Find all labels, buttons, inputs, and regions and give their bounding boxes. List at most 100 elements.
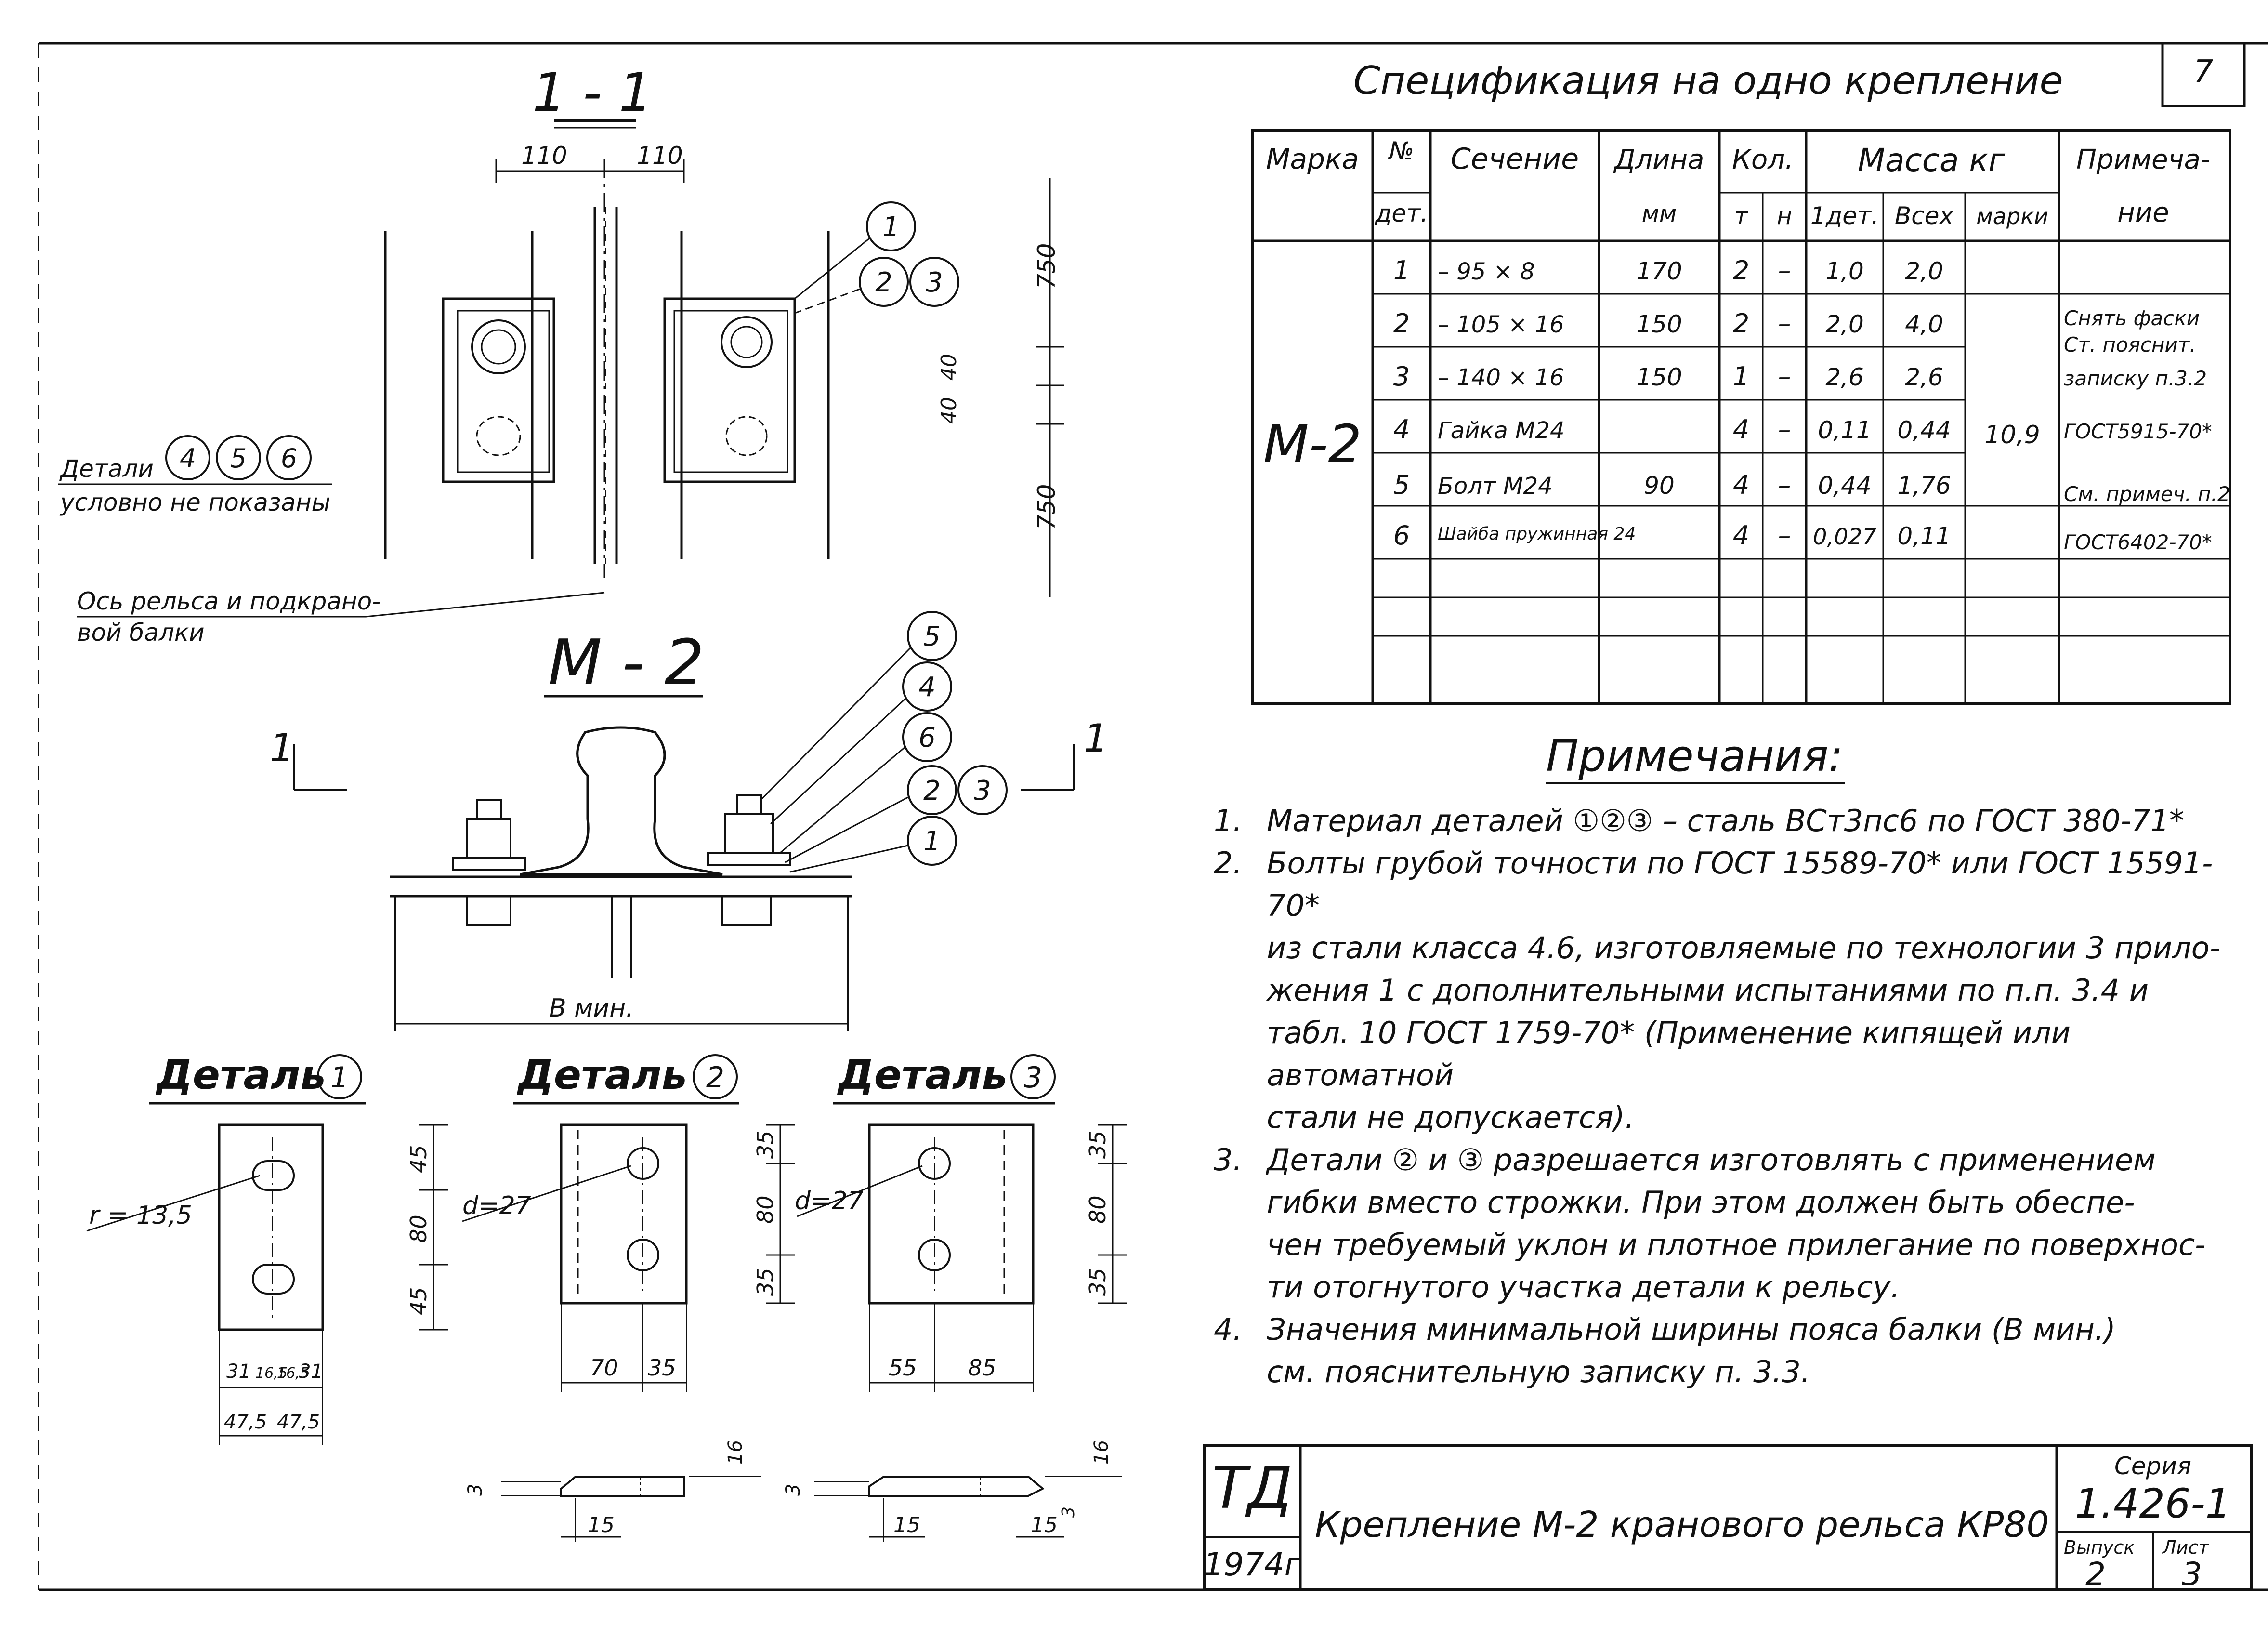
mark-mass: 10,9	[1984, 421, 2040, 449]
axis-note-2: вой балки	[77, 619, 205, 647]
hdr-no-bottom: дет.	[1375, 199, 1428, 227]
hdr-qty-n: н	[1777, 203, 1792, 230]
row1-qty-n: –	[1778, 255, 1791, 286]
note-4: 4. Значения минимальной ширины пояса бал…	[1214, 1308, 2244, 1351]
hdr-note-bottom: ние	[2117, 197, 2169, 228]
profile-left-15: 15	[588, 1513, 615, 1537]
detail-3-num: 3	[1024, 1061, 1042, 1095]
detail-2-title: Деталь	[516, 1051, 687, 1098]
callout-1: 1	[882, 211, 900, 243]
detail-2-dim-b1: 70	[590, 1355, 618, 1381]
dim-110-left: 110	[521, 142, 567, 170]
hdr-qty: Кол.	[1732, 144, 1794, 175]
issue-value: 2	[2085, 1556, 2106, 1593]
axis-note-1: Ось рельса и подкрано-	[77, 587, 380, 615]
note-4-line-2: см. пояснительную записку п. 3.3.	[1267, 1354, 1810, 1389]
detail-3-dim-b2: 85	[968, 1355, 996, 1381]
profile-right-16: 16	[1090, 1440, 1113, 1465]
row1-section: – 95 × 8	[1438, 258, 1535, 285]
sheet-number-box: 7	[2161, 42, 2246, 107]
detail-3-dim-r2: 80	[1085, 1195, 1111, 1224]
note-3: 3. Детали ② и ③ разрешается изготовлять …	[1214, 1139, 2244, 1181]
row4-qty-t: 4	[1733, 414, 1749, 445]
detail-2-dim-r3: 35	[752, 1268, 778, 1296]
detail-2-dim-r1: 35	[752, 1130, 778, 1159]
row4-qty-n: –	[1778, 414, 1791, 445]
detail-1-dim-b1: 31	[226, 1361, 251, 1383]
title-block: ТД 1974г Крепление М-2 кранового рельса …	[1203, 1444, 2253, 1593]
section-1-1-view: 1 - 1 110 110	[58, 62, 1064, 647]
note-2-line-1: Болты грубой точности по ГОСТ 15589-70* …	[1267, 846, 2213, 923]
row5-qty-t: 4	[1733, 470, 1749, 500]
spec-row-2: 2 – 105 × 16 150 2 – 2,0 4,0 Снять фаски	[1393, 306, 2200, 339]
row6-no: 6	[1393, 520, 1410, 551]
m2-label: М - 2	[548, 626, 704, 699]
row2-no: 2	[1393, 308, 1410, 339]
spec-row-4: 4 Гайка М24 4 – 0,11 0,44 записку п.3.2 …	[1393, 367, 2212, 445]
note-2: 2. Болты грубой точности по ГОСТ 15589-7…	[1214, 842, 2244, 927]
spec-row-6: 6 Шайба пружинная 24 4 – 0,027 0,11 ГОСТ…	[1393, 520, 2212, 554]
note-1-line-1: Материал деталей ①②③ – сталь ВСт3пс6 по …	[1267, 803, 2185, 838]
row3-mall: 2,6	[1905, 363, 1943, 391]
m2-callout-6: 6	[918, 722, 936, 753]
detail-2-num: 2	[706, 1061, 724, 1095]
detail-2: Деталь 2 d=27 35 80 35 70 35	[462, 1051, 795, 1392]
detail-3-dim-b1: 55	[889, 1355, 917, 1381]
detail-1: Деталь 1 r = 13,5 45 80 45 31 16,5 16,5 …	[86, 1051, 448, 1445]
detail-1-dim-r3: 45	[406, 1287, 432, 1315]
dim-40a: 40	[937, 354, 961, 381]
note-2-line-3: жения 1 с дополнительными испытаниями по…	[1267, 973, 2149, 1008]
row6-qty-t: 4	[1733, 520, 1749, 551]
callout-6-note: 6	[281, 443, 297, 474]
title-year: 1974г	[1204, 1546, 1301, 1583]
issue-label: Выпуск	[2064, 1537, 2135, 1558]
detail-1-dim-r1: 45	[406, 1145, 432, 1173]
note-4-line-1: Значения минимальной ширины пояса балки …	[1267, 1312, 2116, 1347]
dim-750-bottom: 750	[1033, 484, 1061, 530]
m2-callout-1: 1	[923, 826, 941, 857]
detail-1-dim-b2: 16,5	[255, 1365, 288, 1382]
section-label: 1 - 1	[532, 62, 653, 123]
row2-qty-t: 2	[1733, 308, 1749, 339]
row4-section: Гайка М24	[1438, 417, 1565, 444]
spec-row-3: 3 – 140 × 16 150 1 – 2,6 2,6 Ст. пояснит…	[1393, 333, 2196, 392]
detail-3-dim-r3: 35	[1085, 1268, 1111, 1296]
note-3-num: 3.	[1214, 1142, 1243, 1177]
details-note-2: условно не показаны	[59, 489, 330, 516]
b-min-label: В мин.	[549, 994, 634, 1023]
series-label: Серия	[2114, 1452, 2191, 1480]
hdr-note-top: Примеча-	[2076, 144, 2210, 175]
detail-1-dim-b4: 31	[299, 1361, 323, 1383]
row5-no: 5	[1393, 470, 1410, 500]
detail-2-dim-b2: 35	[648, 1355, 676, 1381]
row5-length: 90	[1644, 472, 1675, 500]
m2-view: М - 2 1 1 В мин. 5	[270, 611, 1108, 1031]
notes-list: 1. Материал деталей ①②③ – сталь ВСт3пс6 …	[1214, 800, 2244, 1393]
sheet-number: 7	[2194, 54, 2214, 90]
callout-4-note: 4	[180, 443, 196, 474]
note-2-num: 2.	[1214, 846, 1243, 881]
m2-callout-5: 5	[923, 621, 941, 652]
row4-note: записку п.3.2	[2064, 367, 2207, 390]
callout-5-note: 5	[230, 443, 247, 474]
row3-qty-n: –	[1778, 361, 1791, 392]
profile-right-3: 3	[782, 1484, 804, 1496]
dim-110-right: 110	[637, 142, 682, 170]
detail-2-hole: d=27	[462, 1191, 531, 1220]
spec-row-1: 1 – 95 × 8 170 2 – 1,0 2,0	[1393, 255, 1943, 286]
m2-callout-3: 3	[974, 775, 991, 806]
hdr-mark: Марка	[1266, 143, 1359, 175]
note-2-line-5: стали не допускается).	[1267, 1100, 1635, 1135]
row4-m1: 0,11	[1818, 416, 1871, 444]
row5-mall: 1,76	[1897, 472, 1951, 500]
row5-note: ГОСТ5915-70*	[2064, 420, 2212, 443]
title-text: Крепление М-2 кранового рельса КР80	[1315, 1504, 2049, 1546]
profile-right-15b: 15	[1031, 1513, 1058, 1537]
row3-qty-t: 1	[1733, 361, 1749, 392]
row6-note: См. примеч. п.2	[2064, 482, 2230, 506]
hdr-length-bottom: мм	[1642, 200, 1677, 227]
spec-title: Спецификация на одно крепление	[1353, 58, 2063, 103]
row1-qty-t: 2	[1733, 255, 1749, 286]
row2-m1: 2,0	[1825, 310, 1864, 338]
